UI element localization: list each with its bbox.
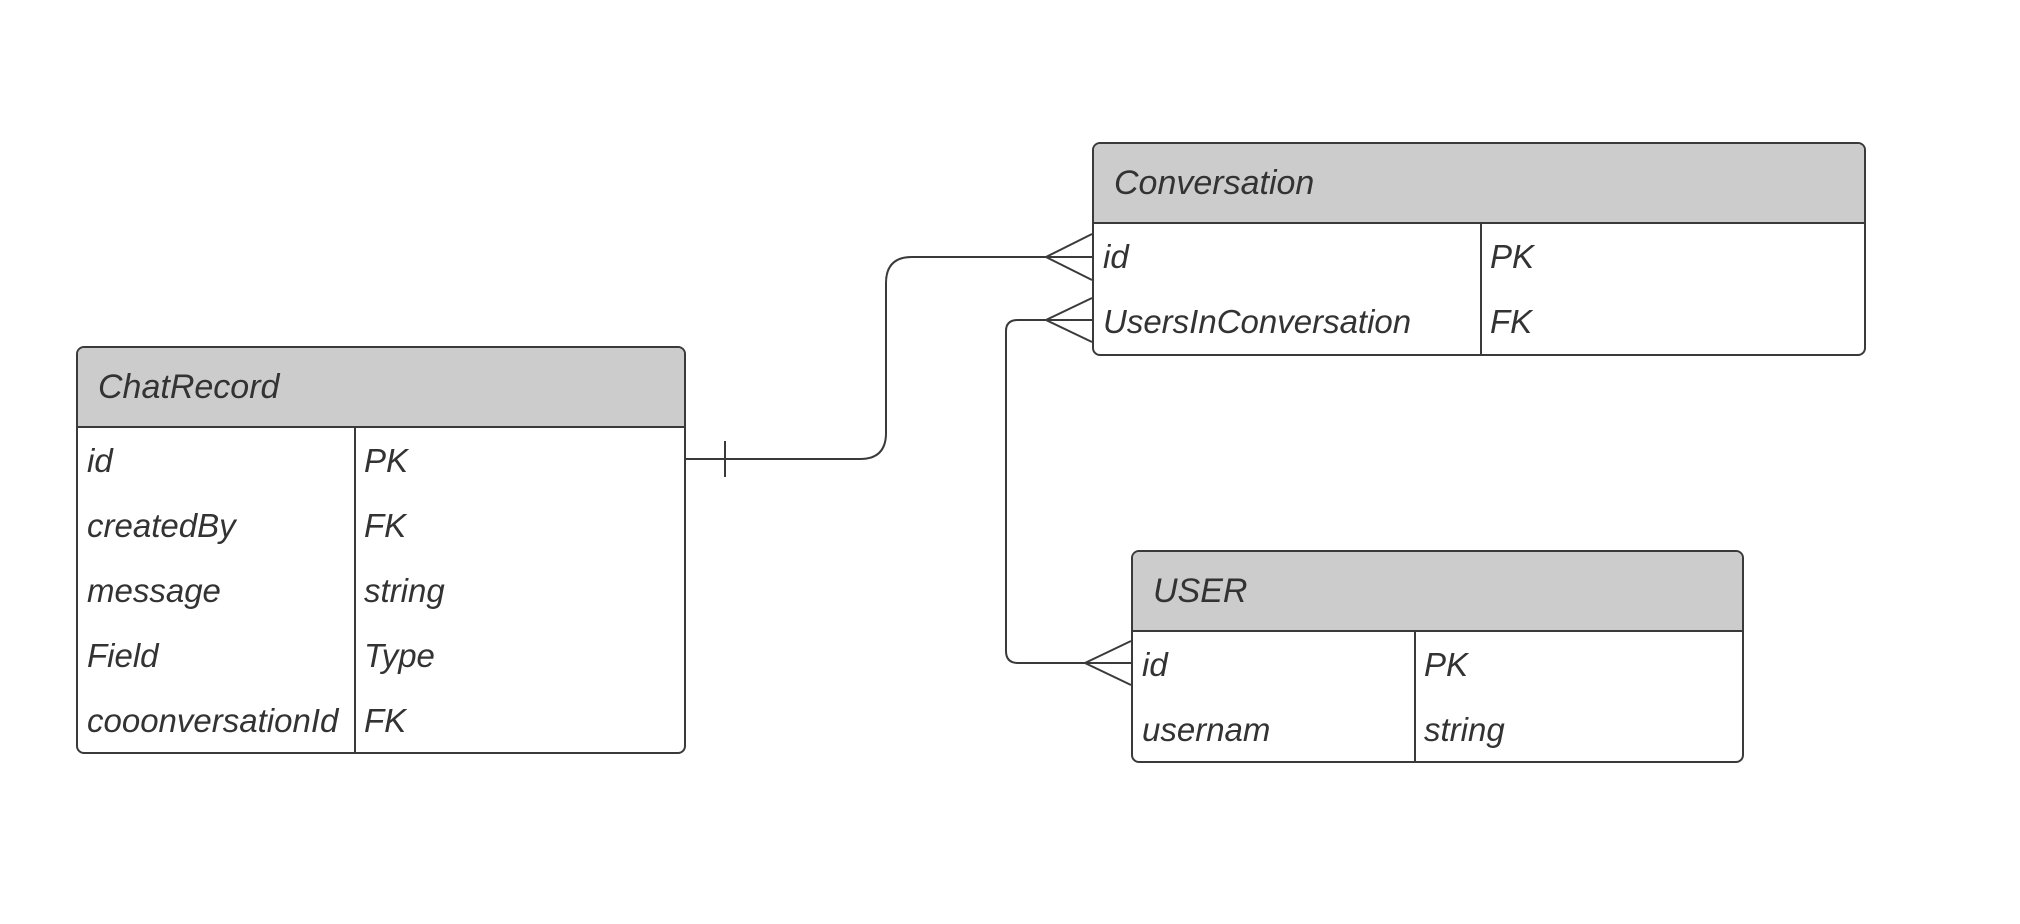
field-type: FK: [1490, 302, 1533, 340]
field-name: createdBy: [87, 506, 236, 544]
attribute-row[interactable]: message string: [78, 558, 684, 623]
field-name: id: [1103, 237, 1129, 275]
field-type: Type: [364, 636, 435, 674]
attribute-row[interactable]: id PK: [1133, 632, 1742, 697]
entity-conversation[interactable]: Conversation id PK UsersInConversation F…: [1092, 142, 1866, 356]
attribute-row[interactable]: usernam string: [1133, 697, 1742, 761]
field-name: id: [87, 441, 113, 479]
attribute-row[interactable]: cooonversationId FK: [78, 688, 684, 752]
connector-line: [1005, 319, 1131, 664]
relationship-user-conversation[interactable]: [1005, 297, 1132, 686]
crowfoot-many-marker: [1082, 640, 1132, 686]
column-divider: [1480, 224, 1482, 354]
entity-title: USER: [1133, 552, 1742, 632]
attribute-row[interactable]: createdBy FK: [78, 493, 684, 558]
entity-body: id PK createdBy FK message string Field …: [78, 428, 684, 752]
attribute-row[interactable]: UsersInConversation FK: [1094, 289, 1864, 354]
entity-user[interactable]: USER id PK usernam string: [1131, 550, 1744, 763]
column-divider: [1414, 632, 1416, 761]
column-divider: [354, 428, 356, 752]
attribute-row[interactable]: Field Type: [78, 623, 684, 688]
crowfoot-many-marker: [1043, 297, 1093, 343]
field-name: id: [1142, 645, 1168, 683]
relationship-chatrecord-conversation[interactable]: [686, 233, 1093, 477]
field-type: FK: [364, 701, 407, 739]
attribute-row[interactable]: id PK: [78, 428, 684, 493]
field-type: PK: [1424, 645, 1469, 683]
field-type: PK: [364, 441, 409, 479]
entity-title: Conversation: [1094, 144, 1864, 224]
field-type: FK: [364, 506, 407, 544]
entity-body: id PK usernam string: [1133, 632, 1742, 761]
field-name: Field: [87, 636, 159, 674]
crowfoot-many-marker: [1043, 233, 1093, 281]
entity-chatrecord[interactable]: ChatRecord id PK createdBy FK message st…: [76, 346, 686, 754]
field-type: PK: [1490, 237, 1535, 275]
entity-title: ChatRecord: [78, 348, 684, 428]
field-name: cooonversationId: [87, 701, 339, 739]
field-name: UsersInConversation: [1103, 302, 1412, 340]
attribute-row[interactable]: id PK: [1094, 224, 1864, 289]
field-type: string: [364, 571, 445, 609]
entity-body: id PK UsersInConversation FK: [1094, 224, 1864, 354]
field-name: message: [87, 571, 221, 609]
field-name: usernam: [1142, 710, 1271, 748]
connector-line: [686, 256, 1092, 460]
field-type: string: [1424, 710, 1505, 748]
